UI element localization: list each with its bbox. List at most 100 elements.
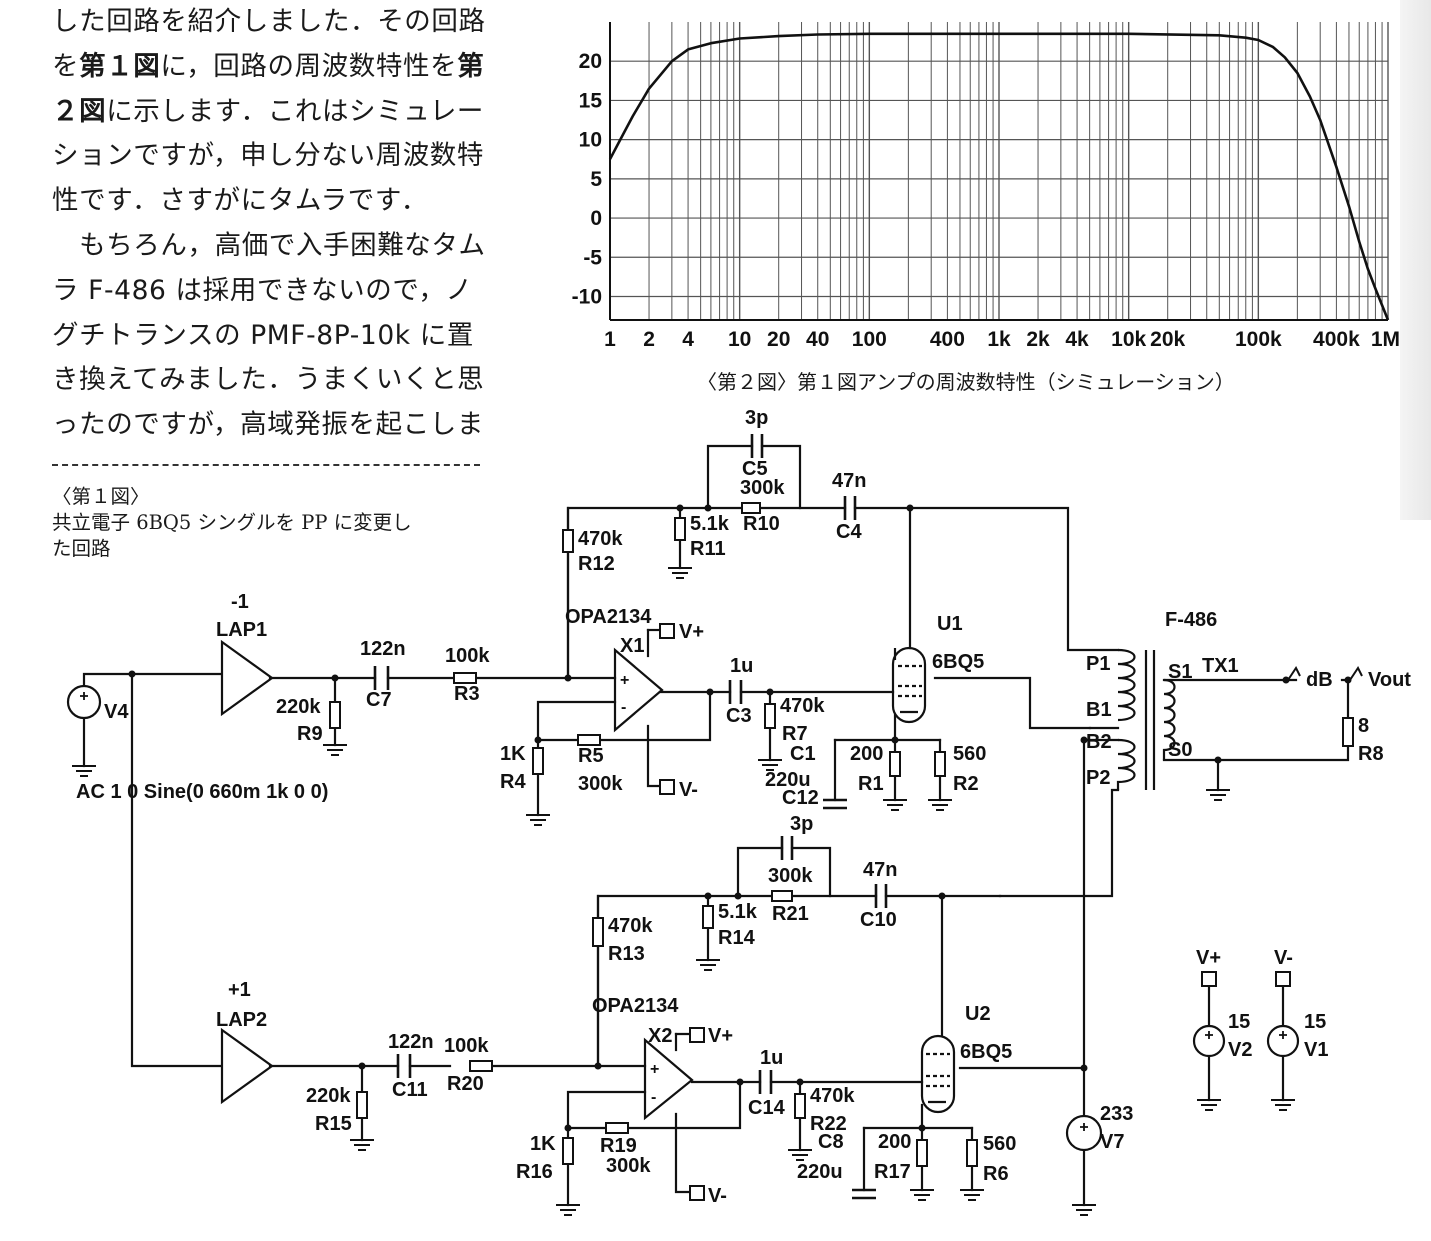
x-tick-label: 4k [1065, 328, 1089, 351]
label: 470k [578, 528, 623, 550]
ground-icon [72, 765, 96, 777]
label: 200 [850, 743, 883, 765]
label: 100k [445, 645, 490, 667]
label: C7 [366, 689, 392, 711]
lap2-buffer [220, 1027, 274, 1105]
label: 220k [276, 696, 321, 718]
label: 470k [780, 695, 825, 717]
label: P2 [1086, 767, 1110, 789]
x-tick-label: 100k [1235, 328, 1282, 351]
label: OPA2134 [592, 995, 679, 1017]
label: 220u [797, 1161, 843, 1183]
buffer-amplifiers [220, 639, 274, 1105]
y-tick-label: 15 [579, 89, 603, 112]
probe-markers [1287, 666, 1363, 681]
label: V+ [679, 621, 704, 643]
label: 1u [760, 1047, 783, 1069]
port-markers [659, 623, 1291, 1201]
resistor-r1 [889, 751, 901, 777]
x-tick-label: 100 [852, 328, 887, 351]
label: 233 [1100, 1103, 1133, 1125]
text-run: に示します．これはシミュレー [106, 95, 485, 127]
text-run: ったのですが，高域発振を起こしま [52, 409, 485, 441]
label: R16 [516, 1161, 553, 1183]
label: TX1 [1202, 655, 1239, 677]
opamp-x1-plus: + [620, 672, 629, 689]
text-run: に，回路の周波数特性を [160, 50, 458, 82]
label: 1K [500, 743, 526, 765]
label: V- [708, 1185, 727, 1207]
opamp-x2-minus: - [651, 1089, 656, 1106]
label: R9 [297, 723, 323, 745]
label: 1K [530, 1133, 556, 1155]
article-line: 性です．さすがにタムラです． [52, 179, 482, 224]
label: R15 [315, 1113, 352, 1135]
label: 122n [388, 1031, 434, 1053]
label: R17 [874, 1161, 911, 1183]
label: 300k [578, 773, 623, 795]
capacitor-c-feedback2 [780, 836, 794, 860]
label: V4 [104, 701, 129, 723]
voltage-sources [66, 684, 1300, 1152]
label: R14 [718, 927, 756, 949]
capacitor-c4 [843, 496, 857, 520]
op-amps [613, 647, 694, 1121]
ground-icon [1206, 789, 1230, 801]
ground-icon [323, 744, 347, 756]
x-tick-label: 10k [1111, 328, 1146, 351]
article-line: を第１図に，回路の周波数特性を第 [52, 45, 484, 90]
section-divider [52, 464, 480, 466]
resistor-r3 [453, 672, 477, 684]
label: 560 [953, 743, 986, 765]
article-line: ションですが，申し分ない周波数特 [52, 134, 483, 179]
figure2-caption: 〈第２図〉第１図アンプの周波数特性（シミュレーション） [697, 370, 1235, 394]
label: R20 [447, 1073, 484, 1095]
label: R13 [608, 943, 645, 965]
opamp-x1-minus: - [621, 699, 626, 716]
resistor-r7 [764, 703, 776, 729]
resistor-r19 [605, 1122, 629, 1134]
y-tick-label: 0 [590, 207, 602, 230]
label: C1 [790, 743, 816, 765]
label: X1 [620, 635, 644, 657]
ground-icon [668, 567, 692, 579]
x-tick-label: 1k [987, 328, 1011, 351]
label: S1 [1168, 661, 1192, 683]
x-tick-label: 2 [643, 328, 655, 351]
lap1-buffer [220, 639, 274, 717]
output-transformer [1116, 648, 1176, 790]
label: 122n [360, 638, 406, 660]
figure1-caption-line: 〈第１図〉 [52, 485, 150, 508]
text-run: き換えてみました．うまくいくと思 [52, 364, 485, 396]
figure1-caption-line: 共立電子 6BQ5 シングルを PP に変更し [52, 511, 412, 534]
text-run: グチトランスの PMF-8P-10k に置 [52, 319, 474, 351]
label: V- [679, 779, 698, 801]
label: 300k [768, 865, 813, 887]
x-tick-label: 20 [767, 328, 790, 351]
text-run: もちろん，高価で入手困難なタム [52, 229, 486, 261]
capacitor-c10 [874, 884, 888, 908]
text-run: 性です．さすがにタムラです． [52, 185, 428, 217]
capacitor-c14 [758, 1070, 773, 1094]
source-v1 [1266, 1024, 1300, 1058]
label: 8 [1358, 715, 1369, 737]
label: 300k [606, 1155, 651, 1177]
label: 6BQ5 [960, 1041, 1012, 1063]
label: +1 [228, 979, 251, 1001]
label: 560 [983, 1133, 1016, 1155]
resistor-r15 [356, 1091, 368, 1119]
capacitor-c7 [373, 666, 390, 690]
probe-icon [1349, 666, 1363, 681]
label: 470k [608, 915, 653, 937]
capacitor-c5 [750, 434, 764, 458]
ground-icon [960, 1189, 984, 1201]
opamp-x2 [643, 1037, 694, 1121]
x-tick-label: 40 [806, 328, 829, 351]
label: 3p [745, 407, 768, 429]
ground-icon [350, 1139, 374, 1151]
label: S0 [1168, 739, 1192, 761]
ground-icon [1072, 1204, 1096, 1216]
label: R12 [578, 553, 615, 575]
label: R21 [772, 903, 809, 925]
